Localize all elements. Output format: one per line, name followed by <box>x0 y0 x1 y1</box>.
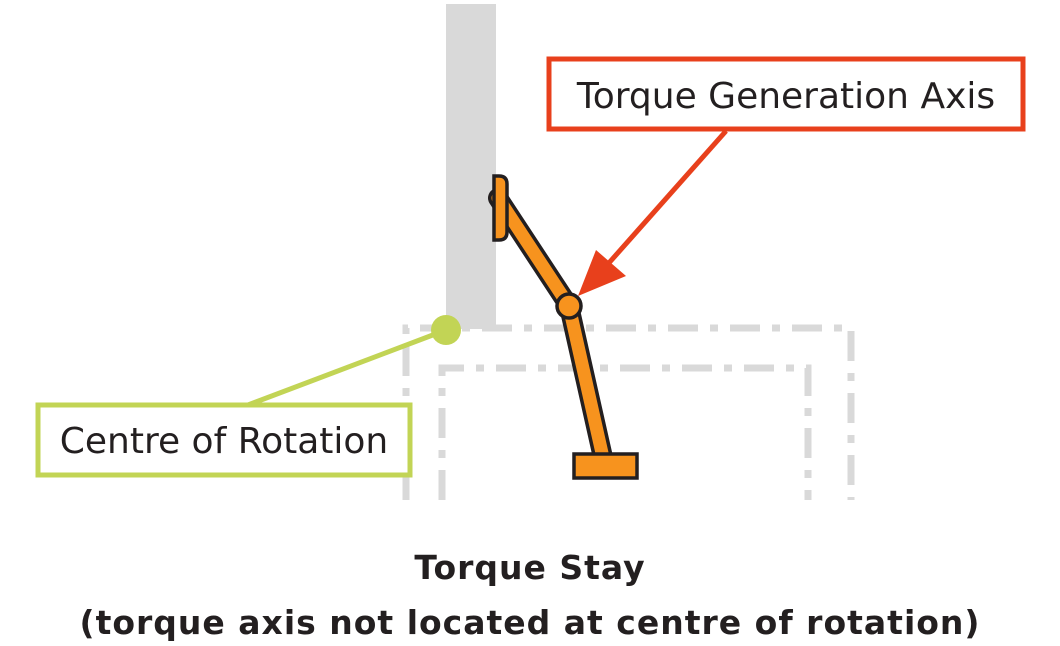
stay-foot-plate <box>572 452 639 480</box>
torque-axis-label: Torque Generation Axis <box>576 76 995 117</box>
torque-axis-label-box <box>546 56 1026 132</box>
hinge-joint <box>555 292 583 320</box>
caption-subtitle: (torque axis not located at centre of ro… <box>79 603 981 642</box>
wall-mount-bracket <box>492 174 509 242</box>
centre-rotation-leader <box>247 327 447 408</box>
caption-title: Torque Stay <box>414 548 646 587</box>
stay-lower-arm <box>562 299 611 469</box>
torque-axis-arrow-line <box>606 129 728 266</box>
stay-upper-arm <box>491 191 576 313</box>
inner-dashed-frame <box>438 364 812 500</box>
torque-axis-arrow-head <box>578 250 626 296</box>
centre-rotation-label: Centre of Rotation <box>60 421 389 462</box>
centre-rotation-dot <box>431 315 461 345</box>
centre-rotation-label-box <box>35 402 413 478</box>
wall-shaft <box>446 4 496 329</box>
